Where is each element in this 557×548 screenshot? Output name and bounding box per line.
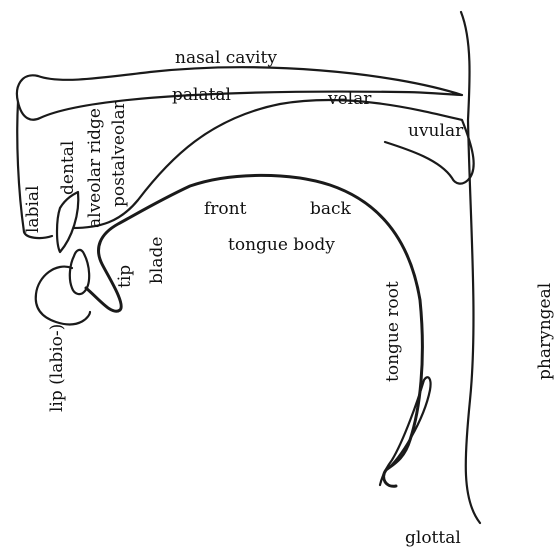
upper-incisor xyxy=(57,192,78,252)
label-nasal-cavity: nasal cavity xyxy=(175,48,277,68)
label-front: front xyxy=(204,199,247,219)
label-lip-labio: lip (labio-) xyxy=(47,324,67,412)
label-labial: labial xyxy=(23,186,43,233)
tongue-outline xyxy=(86,175,422,486)
label-blade: blade xyxy=(147,237,167,284)
label-pharyngeal: pharyngeal xyxy=(535,283,555,380)
label-velar: velar xyxy=(327,89,372,109)
label-tongue-body: tongue body xyxy=(228,235,335,255)
pharynx-back-wall xyxy=(461,12,480,523)
label-tip: tip xyxy=(115,265,135,288)
label-palatal: palatal xyxy=(172,85,231,105)
label-back: back xyxy=(310,199,352,219)
label-alveolar-ridge: alveolar ridge xyxy=(85,108,105,228)
nasal-cavity-outline xyxy=(17,67,462,119)
label-tongue-root: tongue root xyxy=(383,281,403,382)
label-glottal: glottal xyxy=(405,528,461,548)
label-dental: dental xyxy=(58,141,78,195)
label-postalveolar: postalveolar xyxy=(109,100,129,207)
epiglottis xyxy=(380,377,431,485)
palate-velum xyxy=(72,100,474,228)
label-uvular: uvular xyxy=(408,121,464,141)
